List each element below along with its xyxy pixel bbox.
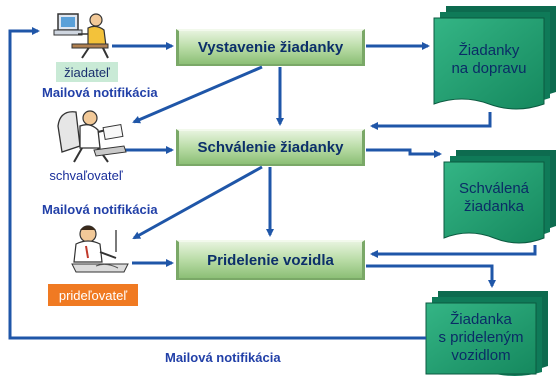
process-box-approve-shape [176,129,365,166]
store-transport-requests: Žiadanky na dopravu [451,42,527,77]
role-label-assigner: prideľovateľ [48,284,138,306]
process-box-assign-shape [176,240,365,280]
email-notification-2: Mailová notifikácia [42,202,158,217]
role-label-approver: schvaľovateľ [46,165,126,185]
email-notification-3: Mailová notifikácia [165,350,281,365]
computer-user-icon [52,10,114,62]
connector-arrows [8,27,537,340]
process-approve-request: Schválenie žiadanky [197,139,344,156]
store-approved-request-shape [443,150,556,244]
store-transport-requests-shape [433,6,556,110]
process-box-create-shape [176,29,365,66]
store-request-with-vehicle-shape [425,291,548,376]
email-notification-1: Mailová notifikácia [42,85,158,100]
writing-person-icon [66,222,132,276]
role-label-applicant: žiadateľ [56,62,118,82]
process-create-request: Vystavenie žiadanky [197,39,344,56]
store-approved-request: Schválená žiadanka [458,180,530,215]
process-assign-vehicle: Pridelenie vozidla [207,251,334,269]
store-request-with-vehicle: Žiadanka s prideleným vozidlom [438,311,524,364]
reviewer-person-icon [54,106,132,166]
